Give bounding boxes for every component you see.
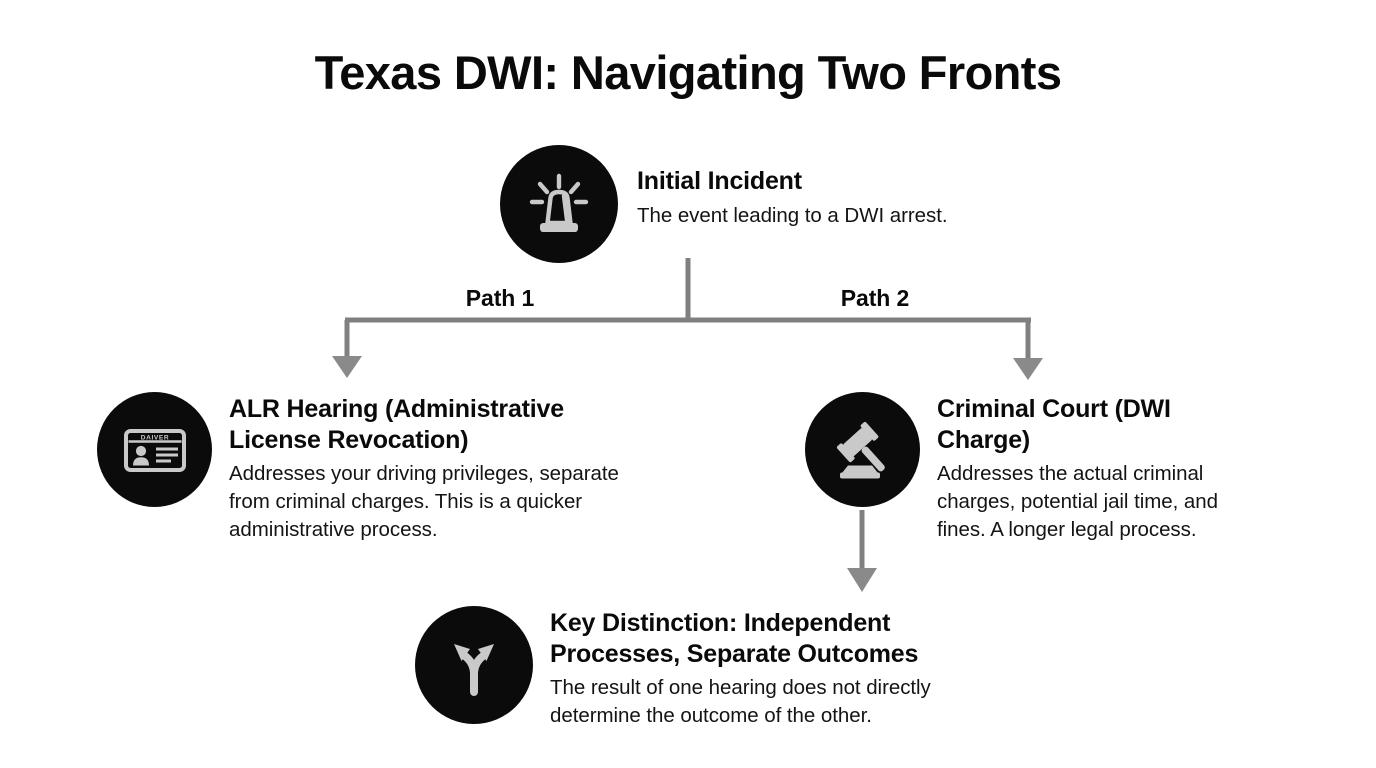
path-2-label: Path 2 — [840, 285, 910, 311]
fork-arrowhead-right — [478, 644, 494, 661]
node-initial-incident-title: Initial Incident — [637, 167, 802, 195]
gavel-head — [842, 427, 872, 456]
fork-stem-and-branches — [461, 652, 487, 696]
path-1-label: Path 1 — [465, 285, 535, 311]
gavel-base-block — [841, 465, 878, 473]
node-alr-hearing-text: ALR Hearing (Administrative License Revo… — [212, 392, 657, 544]
node-key-distinction-title: Key Distinction: Independent Processes, … — [550, 609, 919, 668]
node-initial-incident-text: Initial Incident The event leading to a … — [618, 145, 1060, 229]
node-criminal-court-title: Criminal Court (DWI Charge) — [937, 395, 1171, 454]
card-detail-lines — [155, 447, 178, 462]
drivers-license-card-icon-badge: DAIVER — [97, 392, 212, 507]
gavel-head-cap-right — [860, 421, 878, 441]
node-alr-hearing-title: ALR Hearing (Administrative License Revo… — [229, 395, 564, 454]
gavel-icon — [836, 421, 885, 478]
arrowhead-court-to-key — [847, 568, 877, 592]
arrowhead-right-branch — [1013, 358, 1043, 380]
siren-beacon-icon-badge — [500, 145, 618, 263]
node-key-distinction-text: Key Distinction: Independent Processes, … — [533, 606, 1015, 730]
node-alr-hearing[interactable]: DAIVER ALR Hearing (Administrative Licen… — [97, 392, 657, 544]
arrowhead-left-branch — [332, 356, 362, 378]
card-portrait-body — [132, 456, 149, 465]
page-title: Texas DWI: Navigating Two Fronts — [314, 46, 1062, 99]
node-initial-incident-description: The event leading to a DWI arrest. — [637, 203, 948, 227]
node-key-distinction-description: The result of one hearing does not direc… — [550, 676, 931, 727]
card-label-text: DAIVER — [140, 434, 169, 441]
drivers-license-card-icon: DAIVER — [123, 428, 186, 472]
gavel-handle — [861, 446, 885, 471]
card-portrait-head — [135, 445, 146, 456]
fork-arrowhead-left — [454, 644, 470, 661]
node-criminal-court-description: Addresses the actual criminal charges, p… — [937, 462, 1218, 541]
fork-split-arrows-icon-badge — [415, 606, 533, 724]
gavel-head-cap-left — [836, 442, 855, 462]
node-alr-hearing-description: Addresses your driving privileges, separ… — [229, 462, 619, 541]
siren-dome — [545, 189, 573, 226]
node-key-distinction[interactable]: Key Distinction: Independent Processes, … — [415, 606, 1015, 730]
node-criminal-court-text: Criminal Court (DWI Charge) Addresses th… — [920, 392, 1275, 544]
siren-base — [540, 223, 578, 232]
siren-beacon-icon — [529, 173, 589, 232]
gavel-icon-badge — [805, 392, 920, 507]
node-criminal-court[interactable]: Criminal Court (DWI Charge) Addresses th… — [805, 392, 1275, 544]
fork-split-arrows-icon — [454, 644, 494, 696]
node-initial-incident[interactable]: Initial Incident The event leading to a … — [500, 145, 1060, 263]
card-outline — [123, 428, 186, 472]
gavel-base-plate — [839, 472, 880, 478]
